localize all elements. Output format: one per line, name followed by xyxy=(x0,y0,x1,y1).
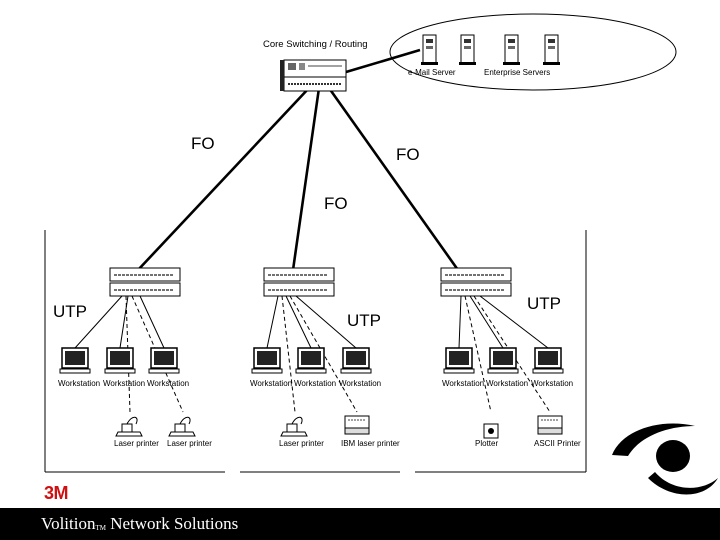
workstation-label: Workstation xyxy=(103,379,145,388)
workstation-icon[interactable] xyxy=(59,347,91,374)
workstation-icon[interactable] xyxy=(532,347,564,374)
workstation-label: Workstation xyxy=(531,379,573,388)
workstation-label: Workstation xyxy=(58,379,100,388)
utp-drop-line xyxy=(119,295,129,349)
printer-label: IBM laser printer xyxy=(341,439,400,448)
workstation-icon[interactable] xyxy=(251,347,283,374)
server-tower-icon[interactable] xyxy=(503,34,520,65)
fo-link-center xyxy=(291,87,321,271)
utp-drop-line xyxy=(479,295,549,349)
utp-drop-line xyxy=(458,295,462,349)
utp-label-right: UTP xyxy=(527,294,561,313)
printer-icon[interactable] xyxy=(483,423,499,439)
email-server-label: e-Mail Server xyxy=(408,68,456,77)
fo-link-right xyxy=(327,87,460,271)
workstation-label: Workstation xyxy=(486,379,528,388)
workstation-label: Workstation xyxy=(147,379,189,388)
fo-label-right: FO xyxy=(396,145,420,164)
workstation-label: Workstation xyxy=(294,379,336,388)
core-server-link xyxy=(345,48,421,74)
workstation-icon[interactable] xyxy=(104,347,136,374)
utp-drop-line xyxy=(266,295,279,349)
brand-product: Volition xyxy=(41,514,96,533)
core-switch[interactable] xyxy=(280,59,347,92)
utp-label-center: UTP xyxy=(347,311,381,330)
printer-label: Laser printer xyxy=(279,439,324,448)
utp-drop-line xyxy=(74,295,123,349)
printer-icon[interactable] xyxy=(280,416,308,437)
servers xyxy=(421,34,560,65)
utp-drop-line xyxy=(295,295,357,349)
printer-icon[interactable] xyxy=(115,416,143,437)
utp-label-left: UTP xyxy=(53,302,87,321)
utp-drop-line xyxy=(464,295,492,413)
access-switch[interactable] xyxy=(440,267,512,297)
access-switch[interactable] xyxy=(263,267,335,297)
workstation-label: Workstation xyxy=(250,379,292,388)
workstation-icon[interactable] xyxy=(148,347,180,374)
footer-bar: VolitionTM Network Solutions xyxy=(0,508,720,540)
fiber-links xyxy=(137,48,460,271)
utp-drop-line xyxy=(469,295,504,349)
printer-icon[interactable] xyxy=(537,415,563,435)
printer-icon[interactable] xyxy=(344,415,370,435)
brand-trademark: TM xyxy=(95,524,106,532)
workstation-label: Workstation xyxy=(339,379,381,388)
printer-label: Laser printer xyxy=(114,439,159,448)
utp-drop-line xyxy=(285,295,312,349)
fo-link-left xyxy=(137,87,310,271)
workstation-icon[interactable] xyxy=(340,347,372,374)
workstation-icon[interactable] xyxy=(443,347,475,374)
access-switch[interactable] xyxy=(109,267,181,297)
server-group-ellipse xyxy=(389,13,677,91)
printer-label: Laser printer xyxy=(167,439,212,448)
utp-drop-line xyxy=(281,295,296,413)
3m-logo: 3M xyxy=(44,483,69,503)
utp-drop-line xyxy=(139,295,165,349)
workstation-icon[interactable] xyxy=(295,347,327,374)
fo-label-left: FO xyxy=(191,134,215,153)
server-tower-icon[interactable] xyxy=(543,34,560,65)
server-tower-icon[interactable] xyxy=(421,34,438,65)
workstation-icon[interactable] xyxy=(487,347,519,374)
printer-icon[interactable] xyxy=(168,416,196,437)
brand-suffix: Network Solutions xyxy=(110,514,239,533)
enterprise-servers-label: Enterprise Servers xyxy=(484,68,550,77)
brand-name: VolitionTM Network Solutions xyxy=(41,514,238,534)
printer-label: ASCII Printer xyxy=(534,439,581,448)
fo-label-center: FO xyxy=(324,194,348,213)
printer-label: Plotter xyxy=(475,439,498,448)
access-frame xyxy=(44,230,587,473)
workstation-label: Workstation xyxy=(442,379,484,388)
core-label: Core Switching / Routing xyxy=(263,39,368,50)
swirl-logo-icon xyxy=(612,423,718,495)
server-tower-icon[interactable] xyxy=(459,34,476,65)
utp-drop-line xyxy=(473,295,551,413)
